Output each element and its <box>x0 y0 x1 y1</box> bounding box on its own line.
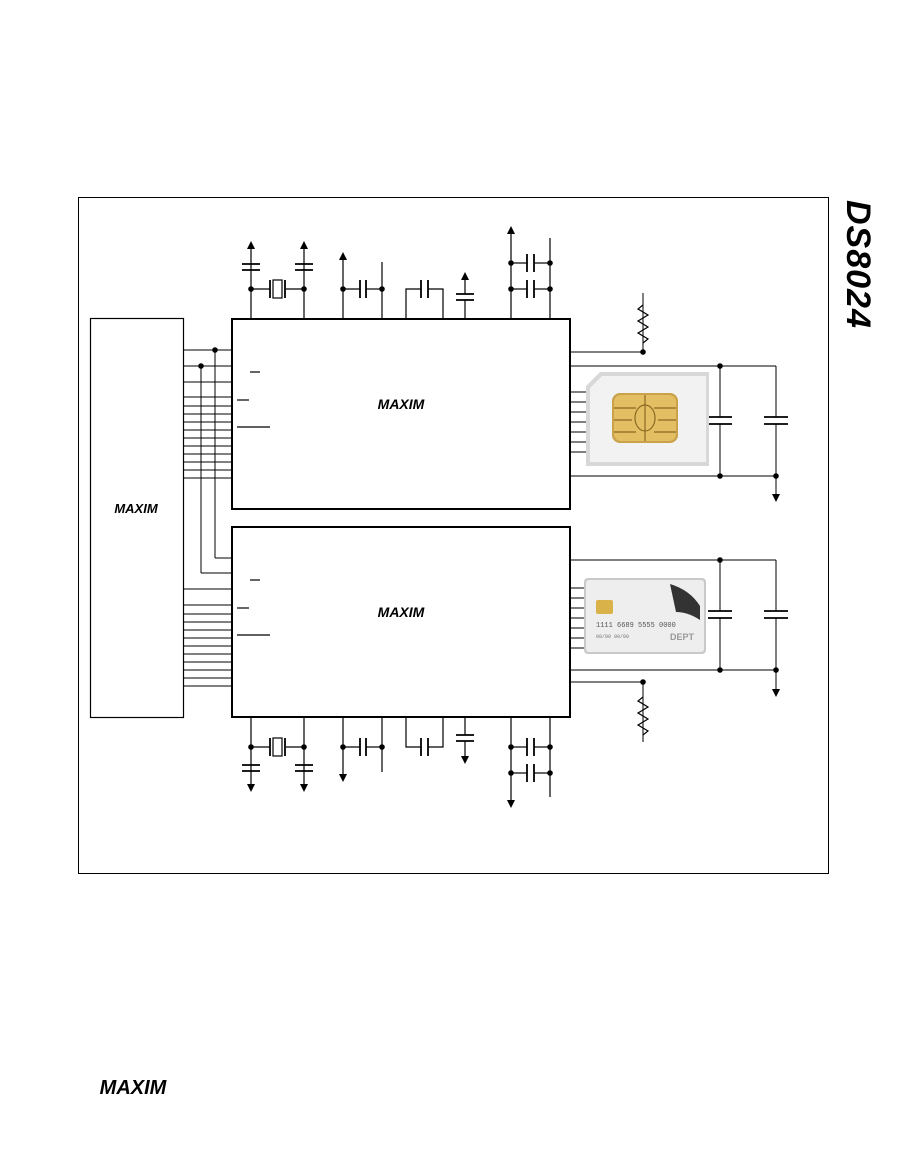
credit-card-brand: DEPT <box>670 632 695 642</box>
bus-junction-dots <box>198 347 218 369</box>
host-bus-top <box>183 349 232 479</box>
credit-card-number: 1111 6689 5555 0000 <box>596 622 676 630</box>
credit-card-dates: 00/00 00/00 <box>596 634 629 640</box>
crystal-icon <box>269 737 286 757</box>
crystal-icon <box>269 279 286 299</box>
sim-card-icon <box>586 372 709 466</box>
capacitor-icon <box>342 717 551 802</box>
host-logo: MAXIM <box>114 501 159 516</box>
diagram-frame <box>78 197 829 874</box>
junction-dots-right-top <box>640 349 779 479</box>
resistor-icon <box>636 696 650 736</box>
top-card-wiring <box>570 293 788 496</box>
bottom-chip-crystal-circuit <box>242 717 313 786</box>
bottom-card-wiring <box>570 559 788 742</box>
resistor-icon <box>636 304 650 344</box>
chip-bottom-logo: MAXIM <box>378 604 425 620</box>
top-chip-crystal-circuit <box>242 247 313 319</box>
credit-card-icon: 1111 6689 5555 0000 00/00 00/00 DEPT <box>584 578 706 654</box>
supply-arrow-icon <box>247 226 515 280</box>
junction-dots-right-bottom <box>640 557 779 685</box>
ground-arrow-icon <box>247 494 780 808</box>
part-number-title: DS8024 <box>839 200 877 329</box>
interface-chip-bottom <box>231 526 571 718</box>
interface-chip-top <box>231 318 571 510</box>
junction-dots-bottom <box>248 744 553 776</box>
chip-top-overbars <box>237 371 270 428</box>
host-bus-bottom <box>183 588 232 687</box>
host-controller-block <box>89 317 185 719</box>
capacitor-icon <box>342 232 551 319</box>
chip-bottom-overbars <box>237 579 270 636</box>
footer-logo: MAXIM <box>100 1077 168 1099</box>
shared-bus-lines <box>200 350 232 574</box>
chip-top-logo: MAXIM <box>378 396 425 412</box>
junction-dots-top <box>248 260 553 292</box>
